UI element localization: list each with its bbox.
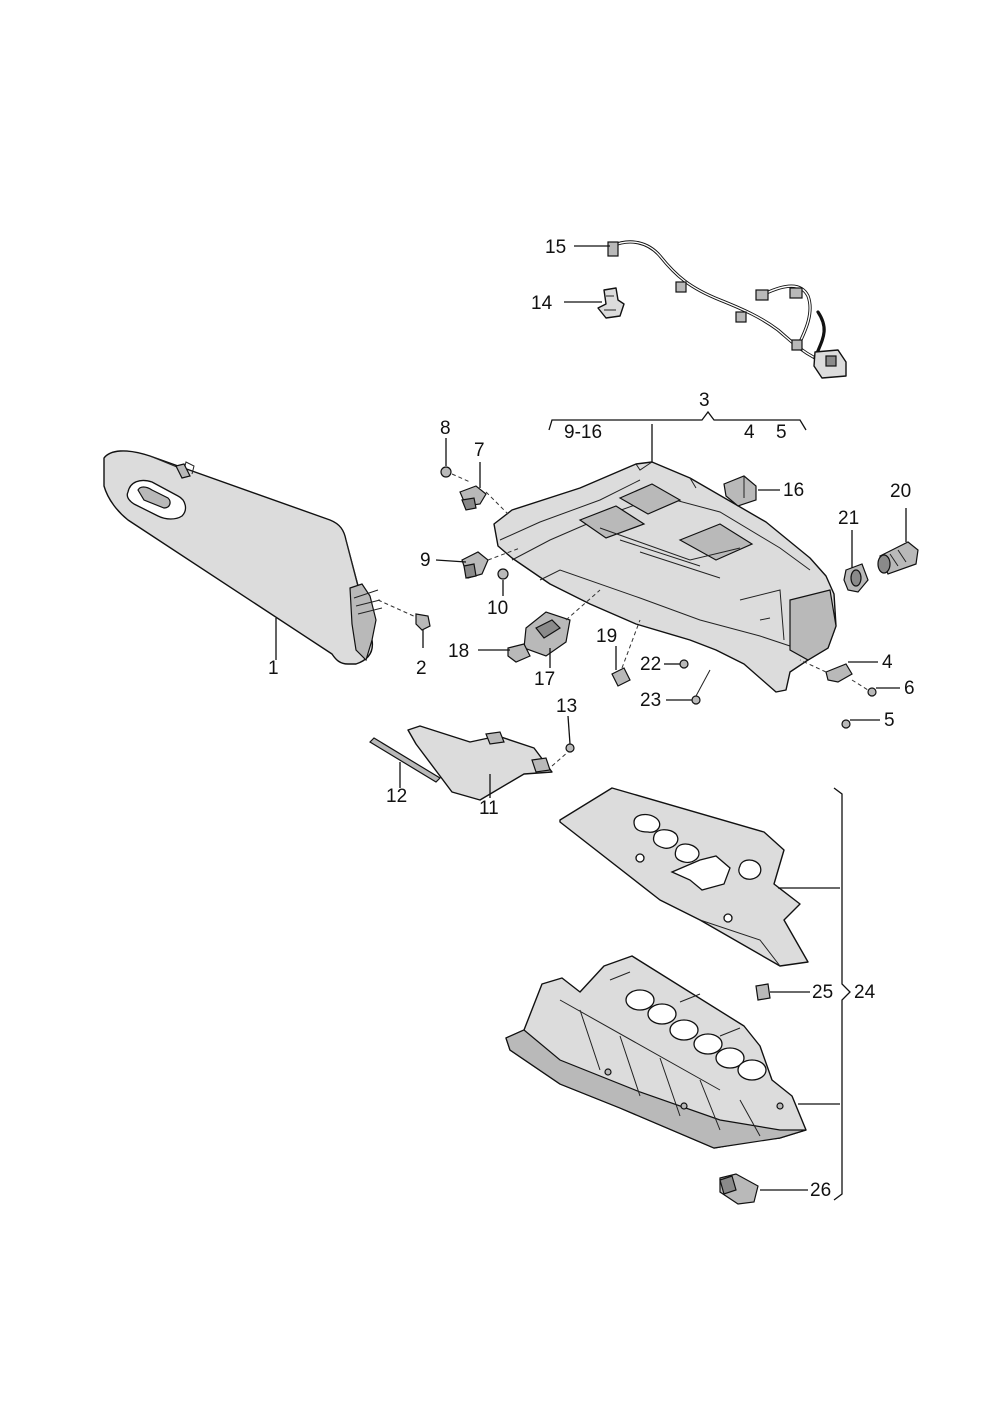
- callout-19: 19: [596, 626, 617, 647]
- part-20-socket: [877, 541, 919, 575]
- part-11-cover-plate: [407, 725, 569, 801]
- callout-1: 1: [268, 658, 279, 679]
- part-4-latch: [799, 659, 853, 683]
- callout-14: 14: [531, 293, 553, 314]
- part-14-bracket: [597, 287, 625, 319]
- callout-11: 11: [479, 798, 499, 819]
- callout-25: 25: [812, 982, 833, 1003]
- part-24-lower-tray: [505, 955, 807, 1149]
- part-9-latch: [461, 547, 521, 579]
- part-18-light: [507, 643, 531, 663]
- callout-labels: 15 14 3 9-16 4 5 8 7 9 10 1 2 16 20 21 1…: [268, 237, 915, 1201]
- part-23-screw: [691, 669, 711, 705]
- callout-5: 5: [884, 710, 895, 731]
- part-3-glovebox-housing: [493, 461, 837, 693]
- callout-7: 7: [474, 440, 485, 461]
- callout-3-sub-9-16: 9-16: [564, 422, 602, 443]
- callout-20: 20: [890, 481, 911, 502]
- callout-10: 10: [487, 598, 508, 619]
- callout-18: 18: [448, 641, 469, 662]
- callout-4: 4: [882, 652, 893, 673]
- callout-26: 26: [810, 1180, 831, 1201]
- part-25-clip: [755, 983, 771, 1001]
- part-17-insert: [523, 589, 601, 657]
- part-19-clip: [611, 619, 641, 687]
- callout-2: 2: [416, 658, 427, 679]
- part-12-rod: [369, 737, 441, 783]
- callout-3-sub-4: 4: [744, 422, 755, 443]
- callout-21: 21: [838, 508, 859, 529]
- callout-24: 24: [854, 982, 876, 1003]
- part-6-screw: [851, 679, 877, 697]
- part-21-socket-ring: [843, 563, 869, 593]
- callout-23: 23: [640, 690, 661, 711]
- part-22-screw: [679, 659, 689, 669]
- callout-8: 8: [440, 418, 451, 439]
- callout-15: 15: [545, 237, 566, 258]
- part-5-screw: [841, 719, 851, 729]
- part-1-glovebox-lid: [103, 450, 383, 665]
- part-26-switch: [719, 1173, 759, 1205]
- part-24-upper-mat: [559, 787, 809, 967]
- part-10-screw: [497, 568, 509, 580]
- part-7-clip: [459, 485, 509, 515]
- leader-lines: [275, 245, 907, 1201]
- callout-16: 16: [783, 480, 804, 501]
- callout-3-sub-5: 5: [776, 422, 787, 443]
- callout-12: 12: [386, 786, 407, 807]
- part-8-screw: [440, 466, 471, 483]
- callout-3: 3: [699, 390, 710, 411]
- part-13-screw: [565, 743, 575, 753]
- callout-22: 22: [640, 654, 661, 675]
- part-2-pin: [377, 599, 431, 648]
- callout-13: 13: [556, 696, 577, 717]
- part-16-cap: [723, 475, 757, 507]
- callout-9: 9: [420, 550, 431, 571]
- callout-17: 17: [534, 669, 555, 690]
- callout-6: 6: [904, 678, 915, 699]
- part-15-wiring-harness: [607, 240, 847, 379]
- connector-a: [607, 241, 619, 257]
